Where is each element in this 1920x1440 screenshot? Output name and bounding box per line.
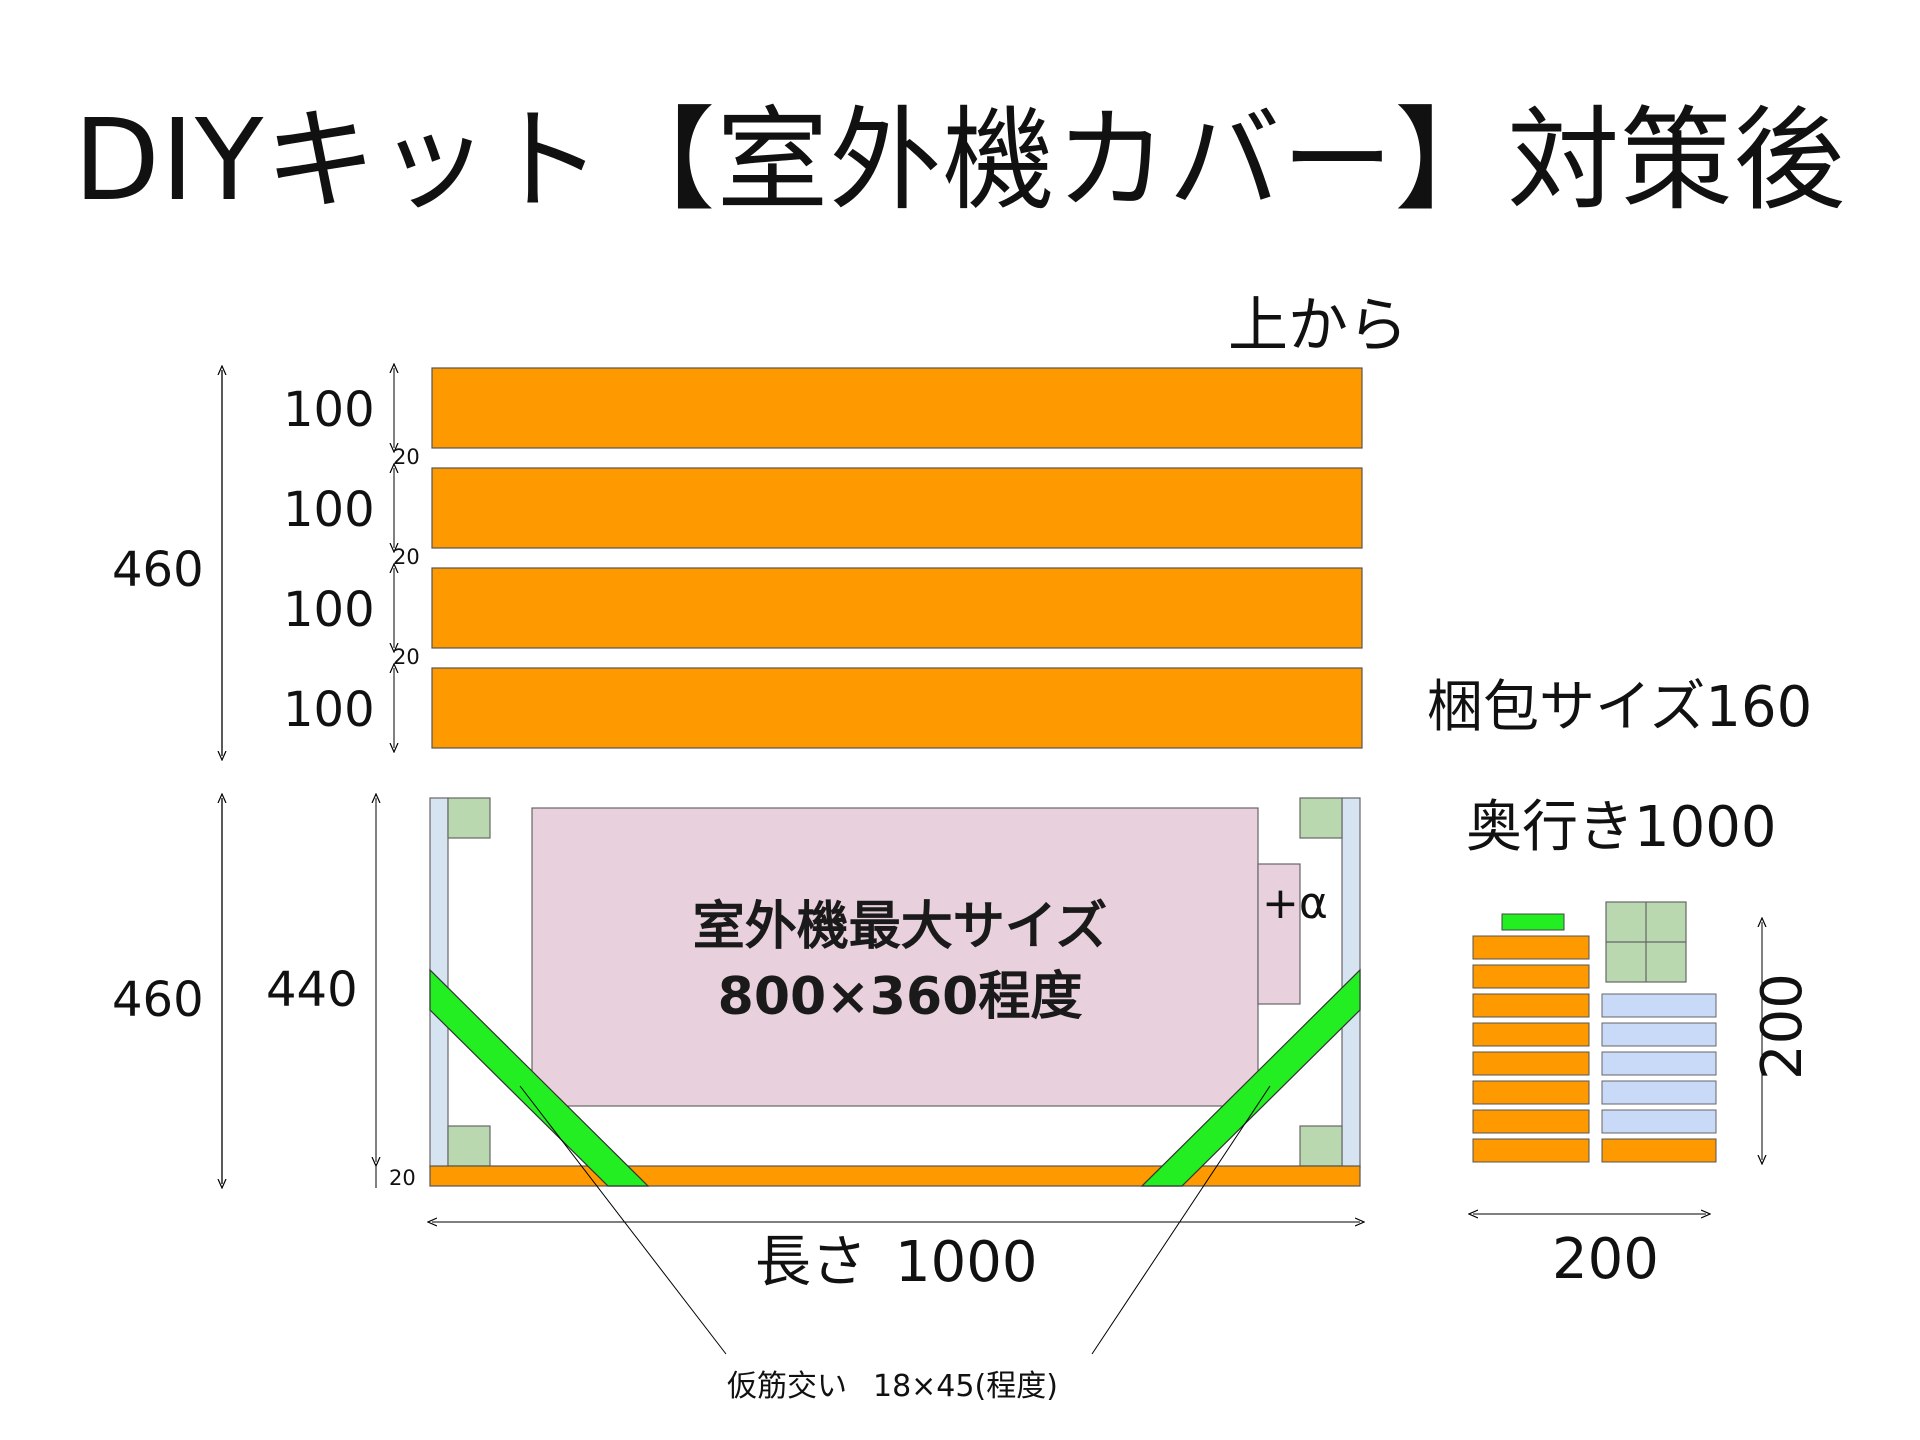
brace-note-text: 仮筋交い bbox=[727, 1369, 847, 1404]
package-depth-label: 奥行き1000 bbox=[1466, 795, 1777, 860]
pack-orange-board bbox=[1472, 935, 1590, 960]
top-view bbox=[222, 367, 1363, 756]
pack-blue-board bbox=[1601, 1109, 1717, 1134]
pack-orange-stack bbox=[1472, 935, 1590, 1163]
pack-orange-board bbox=[1472, 1022, 1590, 1047]
unit-extra-margin bbox=[1257, 863, 1301, 1005]
gap-label-3: 20 bbox=[393, 645, 420, 669]
unit-size-line-2: 800×360程度 bbox=[717, 967, 1083, 1027]
pack-orange-board bbox=[1472, 964, 1590, 989]
top-board-1 bbox=[431, 367, 1363, 449]
base-board bbox=[429, 1165, 1361, 1187]
air-conditioner-unit bbox=[531, 807, 1259, 1107]
gap-label-2: 20 bbox=[393, 545, 420, 569]
pack-blue-board bbox=[1601, 993, 1717, 1018]
length-label-text: 長さ bbox=[755, 1230, 867, 1295]
pack-blue-stack bbox=[1601, 993, 1717, 1163]
board-width-label-3: 100 bbox=[283, 582, 375, 638]
corner-block-bottom-right bbox=[1299, 1125, 1343, 1167]
unit-size-line-1: 室外機最大サイズ bbox=[692, 897, 1108, 957]
package-height-label: 200 bbox=[1750, 973, 1815, 1080]
top-total-dimension: 460 bbox=[112, 542, 204, 598]
package-view bbox=[1472, 901, 1762, 1214]
top-board-4 bbox=[431, 667, 1363, 749]
brace-note-dimension: 18×45(程度) bbox=[873, 1369, 1058, 1404]
pack-blue-board bbox=[1601, 1051, 1717, 1076]
unit-size-label: 室外機最大サイズ 800×360程度 bbox=[540, 892, 1260, 1032]
corner-block-top-right bbox=[1299, 797, 1343, 839]
top-board-3 bbox=[431, 567, 1363, 649]
pack-blue-board bbox=[1601, 1022, 1717, 1047]
pack-orange-board bbox=[1472, 1051, 1590, 1076]
front-view bbox=[222, 797, 1361, 1355]
unit-extra-label: +α bbox=[1262, 878, 1328, 929]
left-brace bbox=[429, 968, 650, 1187]
gap-label-1: 20 bbox=[393, 445, 420, 469]
pack-orange-board bbox=[1472, 1080, 1590, 1105]
pack-brace-stick bbox=[1501, 913, 1565, 931]
front-inner-dimension: 440 bbox=[266, 962, 358, 1018]
page-title: DIYキット【室外機カバー】対策後 bbox=[73, 96, 1847, 226]
pack-orange-board bbox=[1601, 1138, 1717, 1163]
pack-orange-board bbox=[1472, 1138, 1590, 1163]
corner-block-bottom-left bbox=[447, 1125, 491, 1167]
board-width-label-1: 100 bbox=[283, 382, 375, 438]
top-board-2 bbox=[431, 467, 1363, 549]
corner-block-top-left bbox=[447, 797, 491, 839]
right-brace bbox=[1140, 968, 1361, 1187]
front-base-dimension: 20 bbox=[389, 1166, 416, 1190]
board-width-label-2: 100 bbox=[283, 482, 375, 538]
pack-orange-board bbox=[1472, 993, 1590, 1018]
brace-leader-right bbox=[1091, 1085, 1271, 1355]
package-width-label: 200 bbox=[1552, 1227, 1659, 1292]
front-total-dimension: 460 bbox=[112, 972, 204, 1028]
pack-blue-board bbox=[1601, 1080, 1717, 1105]
board-width-label-4: 100 bbox=[283, 682, 375, 738]
length-value: 1000 bbox=[895, 1230, 1038, 1295]
brace-leader-left bbox=[519, 1085, 727, 1355]
pack-orange-board bbox=[1472, 1109, 1590, 1134]
package-size-label: 梱包サイズ160 bbox=[1427, 675, 1813, 740]
top-view-label: 上から bbox=[1228, 291, 1408, 361]
brace-note: 仮筋交い 18×45(程度) bbox=[727, 1372, 1058, 1402]
